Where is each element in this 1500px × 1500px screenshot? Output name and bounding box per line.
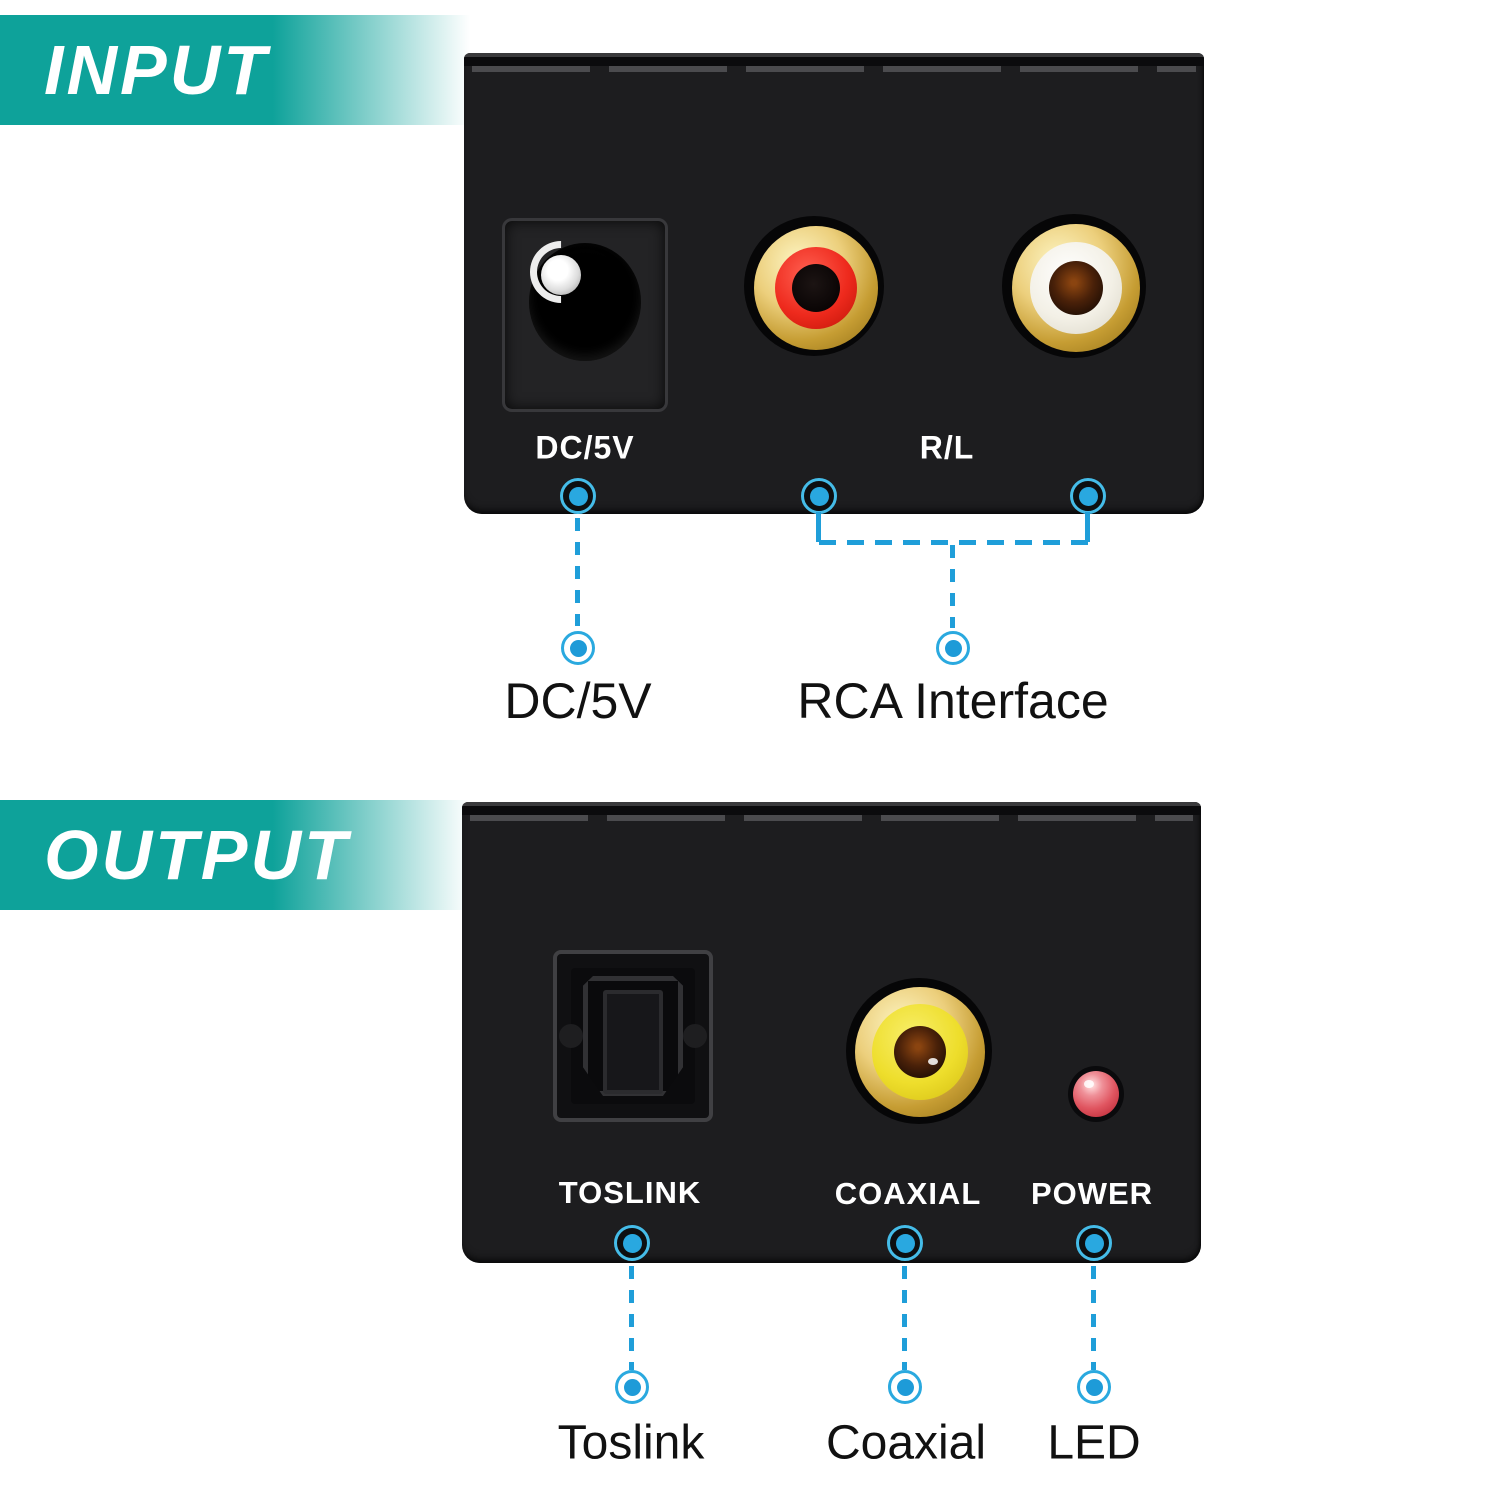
panel-top-edge [462,802,1201,815]
led-glint [1084,1080,1094,1088]
toslink-callout-label: Toslink [557,1416,705,1470]
callout-line-led [1091,1266,1096,1370]
callout-line-coaxial [902,1266,907,1370]
callout-dot-toslink [614,1225,650,1261]
rl-port-label: R/L [919,429,975,466]
dc-jack-pin [541,255,581,295]
output-banner-label: OUTPUT [44,816,350,894]
callout-dot-dc [560,478,596,514]
callout-end-dot-toslink [615,1370,649,1404]
power-port-label: POWER [1030,1176,1154,1211]
output-banner: OUTPUT [0,800,470,910]
toslink-notch-left [559,1024,583,1048]
callout-line-dc [575,518,580,626]
callout-end-dot-dc [561,631,595,665]
callout-dot-rca-left [801,478,837,514]
input-device-panel: DC/5V R/L [464,53,1204,514]
callout-bracket-bar [819,540,1089,545]
coaxial-glint [928,1058,938,1065]
toslink-notch-right [683,1024,707,1048]
coaxial-jack-hole [894,1026,946,1078]
output-device-panel: TOSLINK COAXIAL POWER [462,802,1201,1263]
callout-end-dot-led [1077,1370,1111,1404]
input-banner-label: INPUT [44,31,269,109]
rca-callout-label: RCA Interface [797,673,1109,729]
rca-jack-red-hole [792,264,840,312]
power-led [1073,1071,1119,1117]
led-callout-label: LED [1047,1416,1141,1470]
callout-end-dot-coaxial [888,1370,922,1404]
dc-power-jack [502,218,668,412]
rca-jack-white-hole [1049,261,1103,315]
panel-top-edge [464,53,1204,66]
toslink-port [553,950,713,1122]
callout-bracket-right [1085,512,1090,542]
callout-line-rca [950,545,955,628]
toslink-port-label: TOSLINK [558,1175,702,1210]
callout-dot-rca-right [1070,478,1106,514]
panel-top-groove [472,66,1196,72]
callout-dot-led [1076,1225,1112,1261]
input-banner: INPUT [0,15,470,125]
toslink-shutter [603,990,663,1094]
dc-callout-label: DC/5V [504,673,652,729]
callout-end-dot-rca [936,631,970,665]
coaxial-port-label: COAXIAL [834,1176,982,1211]
callout-bracket-left [816,512,821,542]
callout-dot-coaxial [887,1225,923,1261]
panel-top-groove [470,815,1193,821]
coaxial-callout-label: Coaxial [825,1416,987,1470]
callout-line-toslink [629,1266,634,1370]
dc-port-label: DC/5V [535,429,635,466]
